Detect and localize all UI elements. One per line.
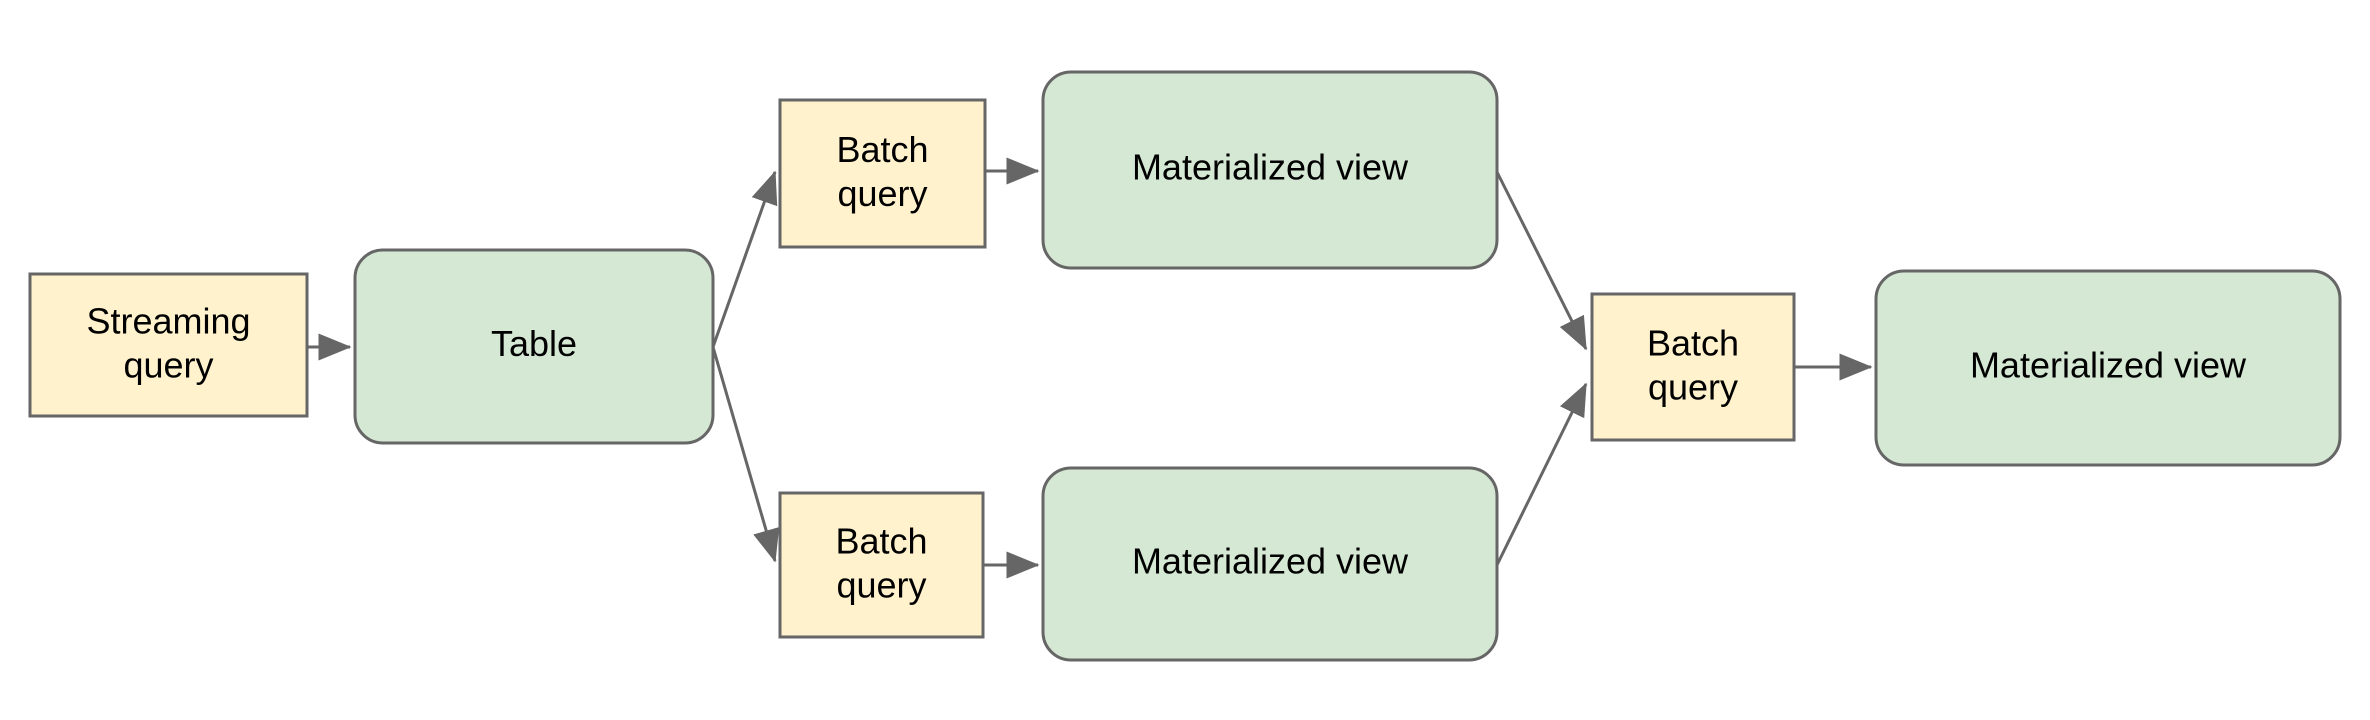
node-label-streaming-query: Streaming xyxy=(86,301,250,342)
node-label-materialized-view-final: Materialized view xyxy=(1970,345,2247,386)
node-label-streaming-query-line2: query xyxy=(123,345,213,386)
node-label-materialized-view-bottom: Materialized view xyxy=(1132,541,1409,582)
node-materialized-view-top[interactable]: Materialized view xyxy=(1041,70,1499,270)
node-table[interactable]: Table xyxy=(353,248,715,445)
node-label-table: Table xyxy=(491,323,577,364)
node-shape-streaming-query xyxy=(28,272,309,418)
node-label-batch-query-bottom: Batch xyxy=(835,521,927,562)
node-shape-batch-query-merge xyxy=(1590,292,1796,442)
node-label-materialized-view-top: Materialized view xyxy=(1132,147,1409,188)
node-materialized-view-bottom[interactable]: Materialized view xyxy=(1041,466,1499,662)
edges-layer xyxy=(307,157,1873,579)
node-label-batch-query-merge-line2: query xyxy=(1648,367,1738,408)
node-label-batch-query-top-line2: query xyxy=(837,173,927,214)
edge-table-to-batch-query-top xyxy=(711,170,778,348)
node-shape-table xyxy=(353,248,715,445)
node-label-batch-query-merge: Batch xyxy=(1647,323,1739,364)
edge-materialized-view-top-to-batch-query-merge xyxy=(1495,171,1588,351)
nodes-layer: StreamingqueryTableBatchqueryMaterialize… xyxy=(28,70,2342,662)
node-shape-materialized-view-final xyxy=(1874,269,2342,467)
node-label-batch-query-top: Batch xyxy=(836,129,928,170)
node-label-batch-query-bottom-line2: query xyxy=(836,565,926,606)
node-shape-materialized-view-bottom xyxy=(1041,466,1499,662)
node-materialized-view-final[interactable]: Materialized view xyxy=(1874,269,2342,467)
node-shape-batch-query-bottom xyxy=(778,491,985,639)
node-shape-materialized-view-top xyxy=(1041,70,1499,270)
edge-table-to-batch-query-bottom xyxy=(711,346,780,563)
edge-materialized-view-bottom-to-batch-query-merge xyxy=(1495,382,1588,566)
node-shape-batch-query-top xyxy=(778,98,987,249)
